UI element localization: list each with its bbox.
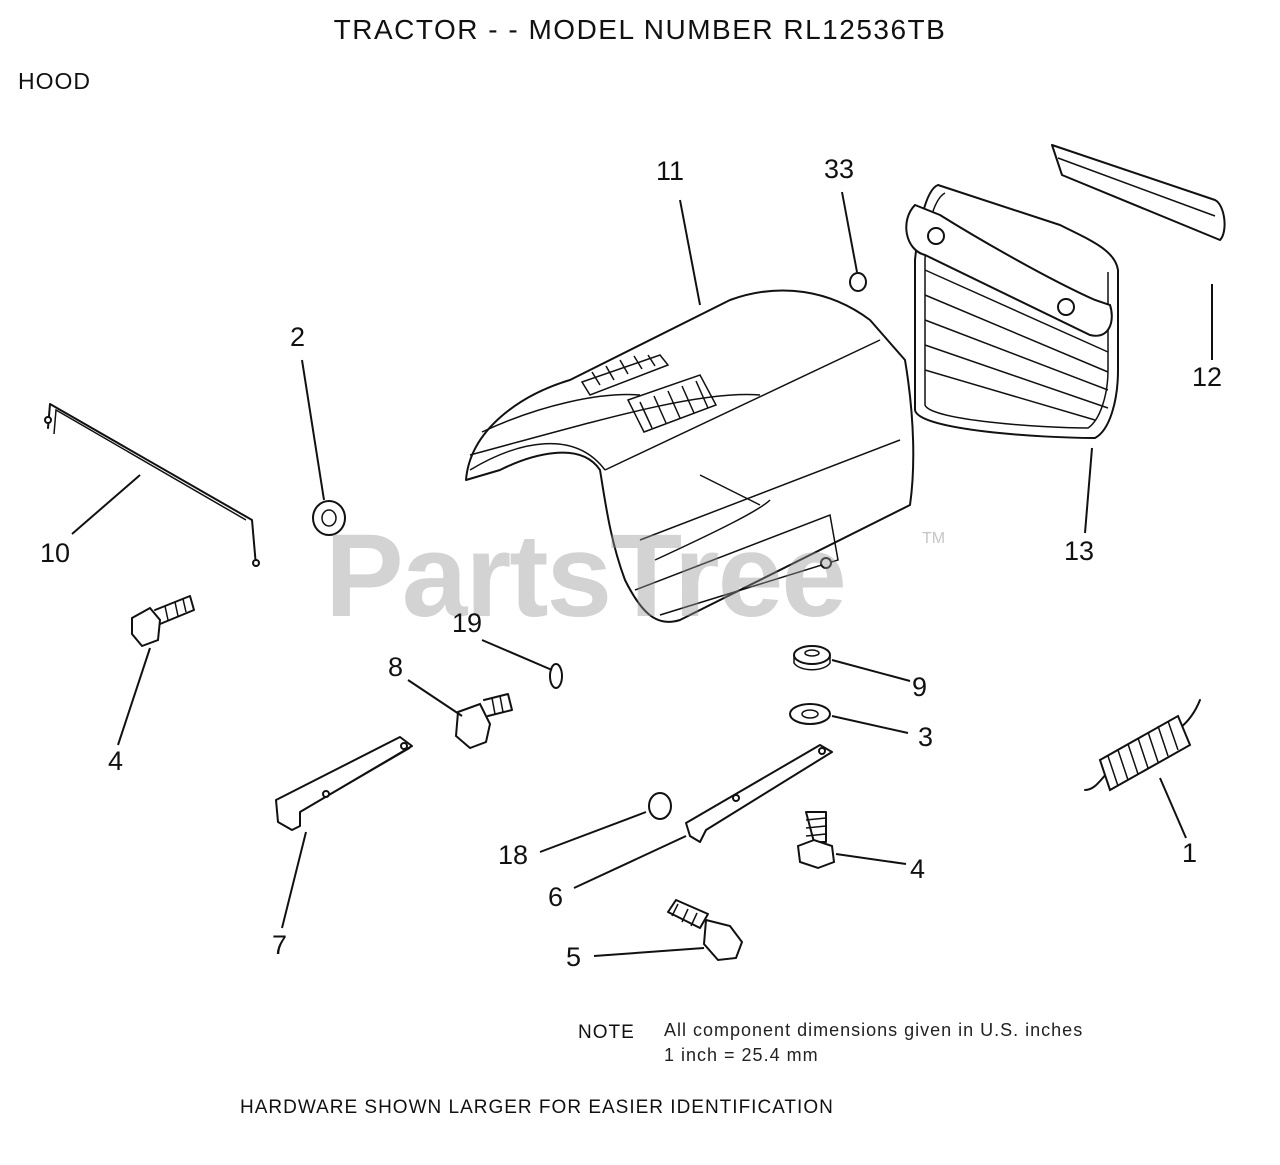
callout-33: 33 — [824, 154, 855, 184]
leader-lines — [71, 191, 1213, 957]
note-line-1: All component dimensions given in U.S. i… — [664, 1020, 1084, 1040]
callout-3: 3 — [918, 722, 934, 752]
plug-part — [849, 272, 867, 292]
callout-2: 2 — [290, 322, 306, 352]
bolt-bottom-part — [667, 899, 744, 962]
note-line-2: 1 inch = 25.4 mm — [664, 1045, 819, 1065]
spring-part — [1084, 699, 1201, 792]
footer-note: HARDWARE SHOWN LARGER FOR EASIER IDENTIF… — [240, 1097, 834, 1118]
callout-11: 11 — [656, 156, 685, 186]
callout-5: 5 — [566, 942, 582, 972]
callout-13: 13 — [1064, 536, 1095, 566]
callout-9: 9 — [912, 672, 928, 702]
callout-18: 18 — [498, 840, 529, 870]
section-label: HOOD — [18, 68, 91, 94]
flange-bolt-part — [454, 693, 513, 750]
lockwasher-part — [549, 663, 563, 689]
bracket-left-part — [275, 736, 413, 831]
callout-1: 1 — [1182, 838, 1198, 868]
grille-part — [905, 184, 1119, 439]
decal-part — [1051, 144, 1226, 241]
callout-12: 12 — [1192, 362, 1223, 392]
small-washer-part — [648, 792, 672, 820]
callout-6: 6 — [548, 882, 564, 912]
callout-7: 7 — [272, 930, 288, 960]
bolt-left-part — [131, 595, 195, 648]
thick-washer-part — [793, 645, 831, 671]
callout-4-right: 4 — [910, 854, 926, 884]
callout-4-left: 4 — [108, 746, 124, 776]
callout-8: 8 — [388, 652, 404, 682]
note-label: NOTE — [578, 1022, 635, 1043]
callout-19: 19 — [452, 608, 483, 638]
bolt-right-part — [796, 811, 836, 870]
watermark-trademark: TM — [922, 530, 946, 547]
bracket-right-part — [685, 744, 833, 843]
page-title: TRACTOR - - MODEL NUMBER RL12536TB — [333, 14, 947, 45]
hood-part — [465, 289, 915, 623]
callout-10: 10 — [40, 538, 71, 568]
nut-part — [312, 500, 346, 536]
watermark-logo: PartsTree — [325, 510, 847, 642]
rod-part — [44, 403, 260, 567]
flat-washer-part — [789, 703, 831, 725]
